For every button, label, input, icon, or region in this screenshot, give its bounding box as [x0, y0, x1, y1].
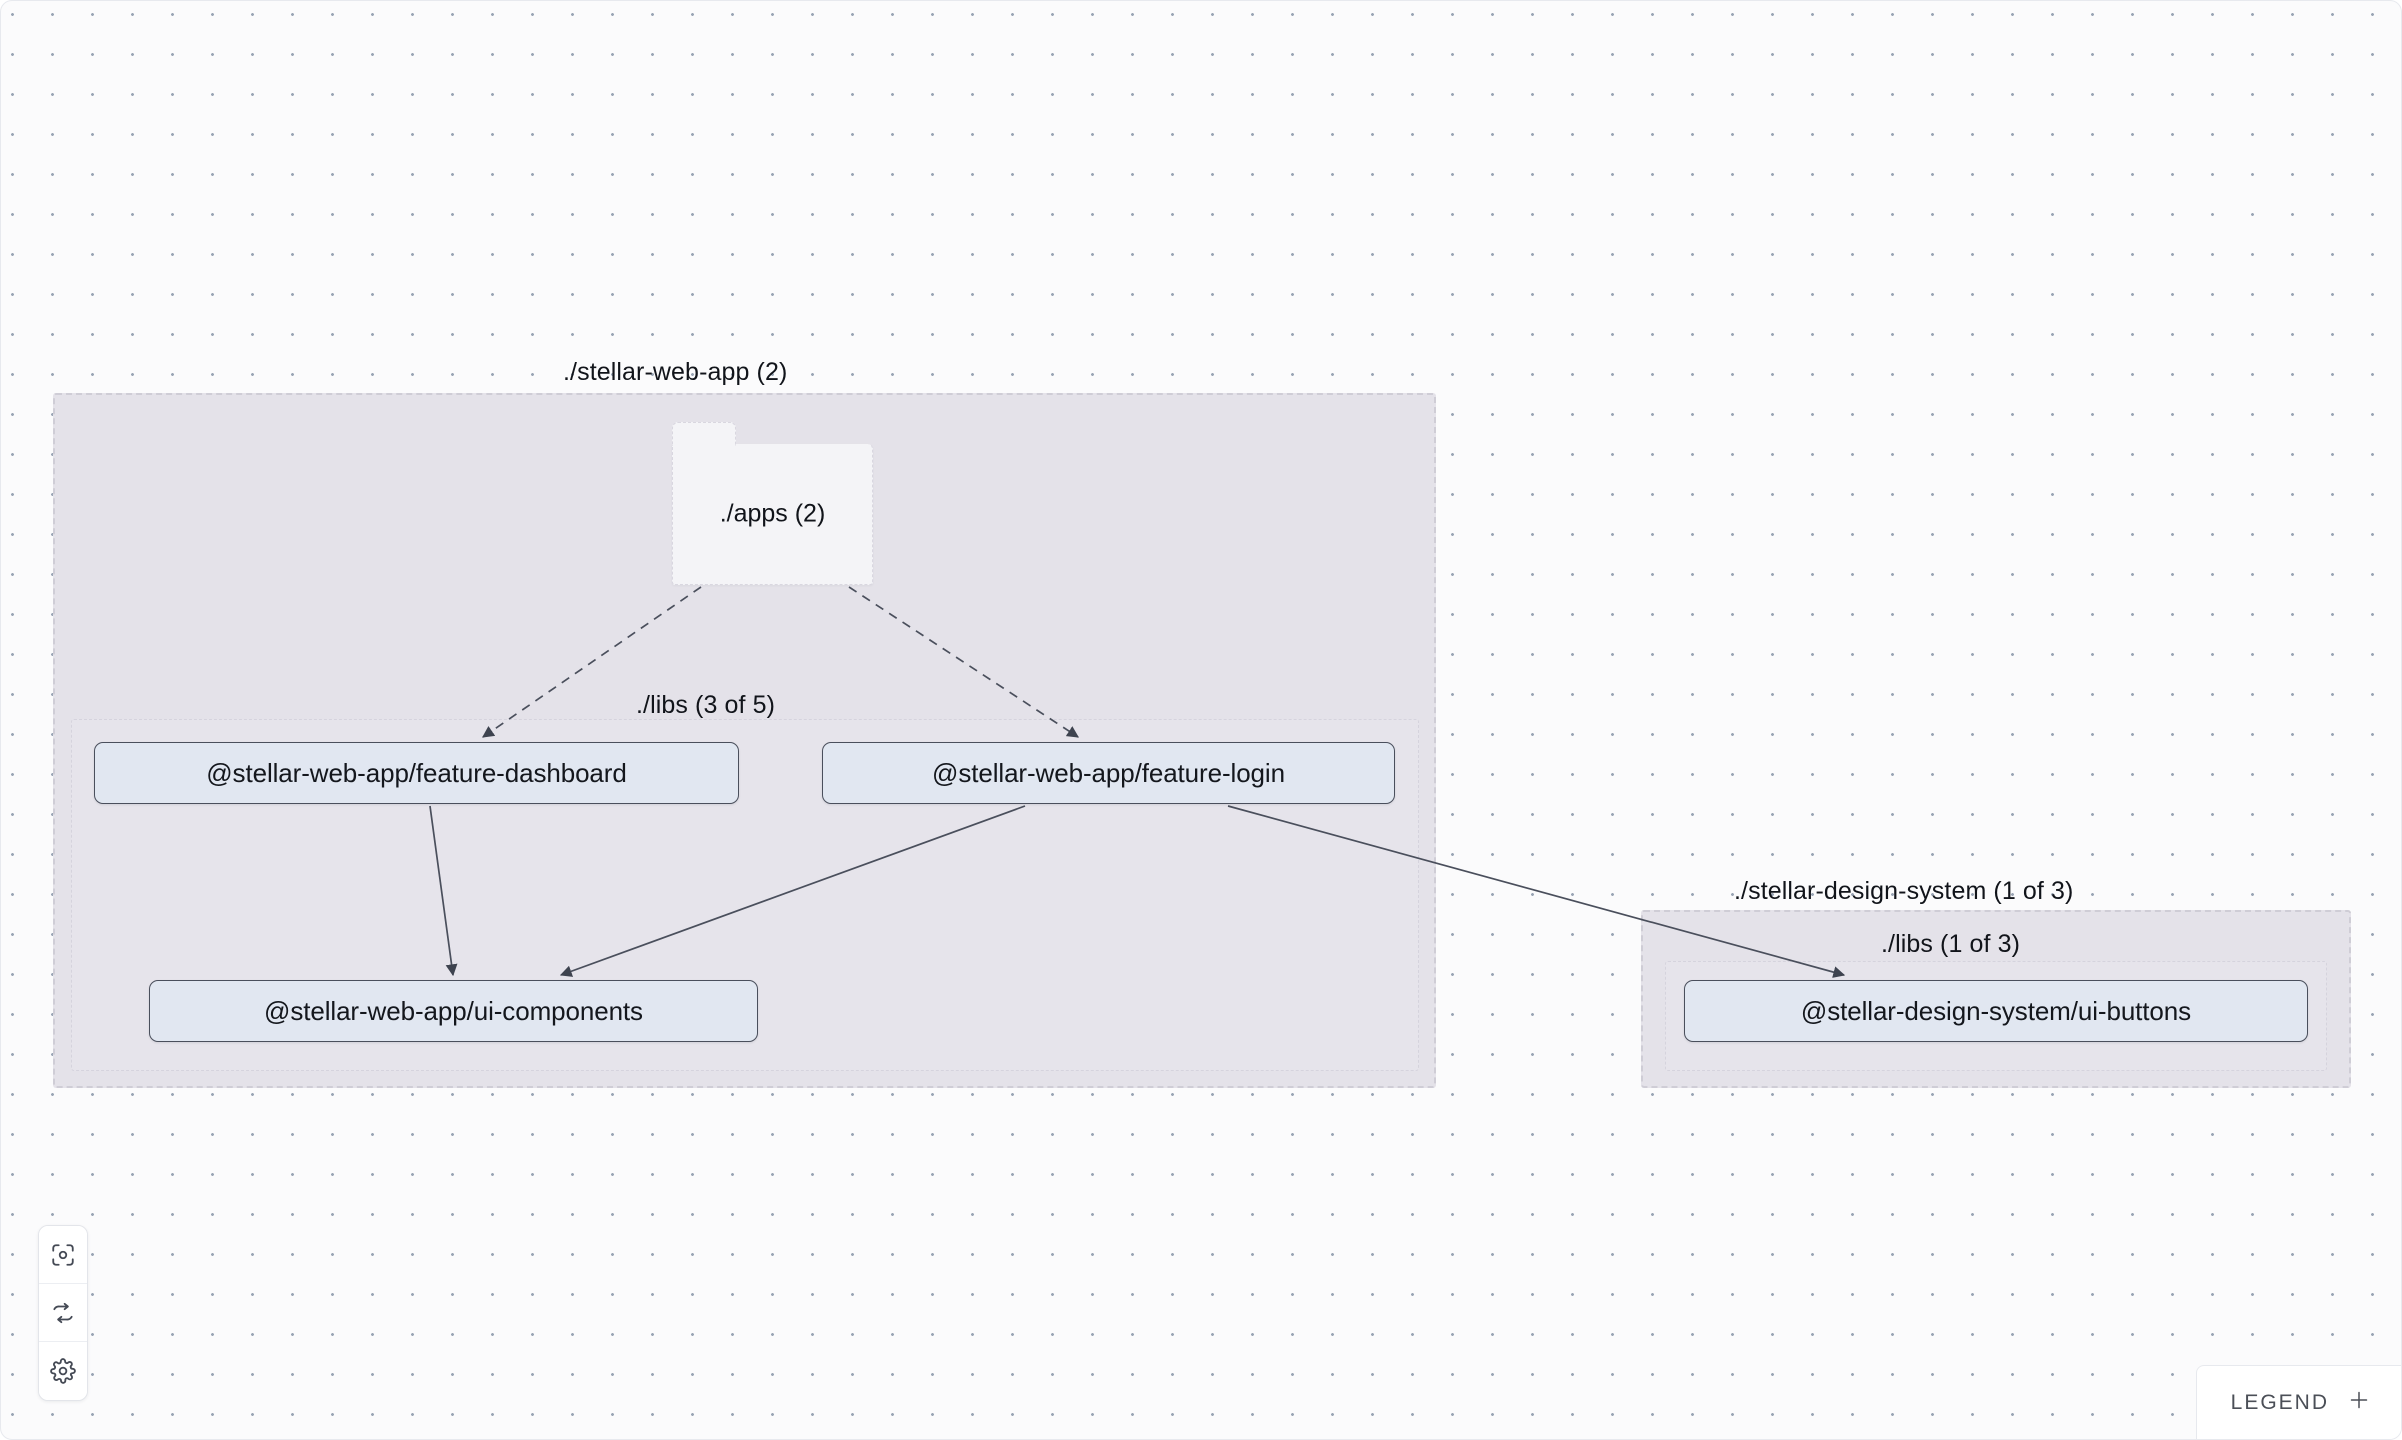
group-title-stellar-web-app: ./stellar-web-app (2) — [563, 358, 788, 386]
graph-controls — [38, 1225, 88, 1401]
group-title-stellar-web-app-libs: ./libs (3 of 5) — [636, 691, 776, 719]
refresh-icon — [50, 1300, 76, 1326]
folder-node-apps[interactable]: ./apps (2) — [671, 422, 873, 585]
group-title-stellar-design-system-libs: ./libs (1 of 3) — [1881, 930, 2021, 958]
project-node-ui-buttons[interactable]: @stellar-design-system/ui-buttons — [1684, 980, 2308, 1042]
project-node-feature-dashboard[interactable]: @stellar-web-app/feature-dashboard — [94, 742, 739, 804]
project-node-ui-components[interactable]: @stellar-web-app/ui-components — [149, 980, 758, 1042]
project-node-label: @stellar-web-app/ui-components — [264, 995, 643, 1026]
project-node-label: @stellar-web-app/feature-login — [932, 757, 1285, 788]
refresh-icon-button[interactable] — [39, 1284, 87, 1342]
gear-icon-button[interactable] — [39, 1342, 87, 1400]
gear-icon — [50, 1358, 76, 1384]
folder-tab-icon — [671, 422, 736, 446]
folder-label-apps: ./apps (2) — [719, 499, 826, 528]
legend-label: LEGEND — [2230, 1390, 2329, 1414]
project-node-label: @stellar-design-system/ui-buttons — [1800, 995, 2192, 1026]
project-node-label: @stellar-web-app/feature-dashboard — [206, 757, 627, 788]
project-node-feature-login[interactable]: @stellar-web-app/feature-login — [822, 742, 1395, 804]
focus-target-icon-button[interactable] — [39, 1226, 87, 1284]
plus-icon — [2347, 1388, 2371, 1417]
focus-target-icon — [50, 1242, 76, 1268]
legend-toggle-button[interactable]: LEGEND — [2195, 1365, 2401, 1439]
group-title-stellar-design-system: ./stellar-design-system (1 of 3) — [1734, 877, 2074, 905]
